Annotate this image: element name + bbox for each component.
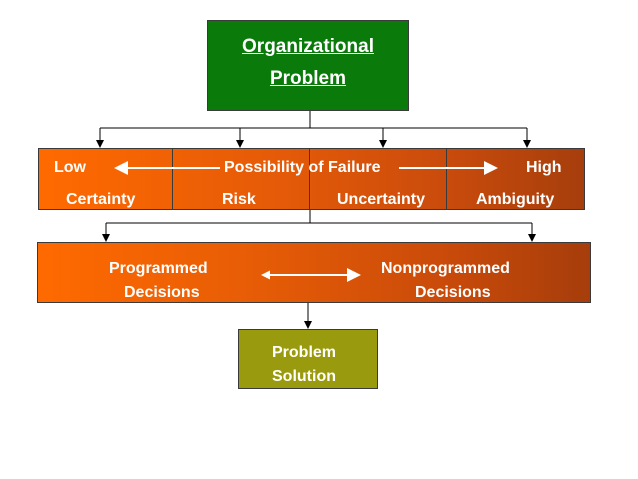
- programmed-line2: Decisions: [124, 284, 200, 301]
- uncertainty-label: Uncertainty: [337, 191, 426, 208]
- decision-double-arrow: [261, 268, 361, 282]
- nonprogrammed-line1: Nonprogrammed: [381, 260, 510, 277]
- spectrum-arrows: [114, 161, 498, 175]
- low-label: Low: [54, 159, 86, 176]
- risk-label: Risk: [222, 191, 256, 208]
- problem-title-line1: Organizational: [242, 36, 374, 57]
- segment-divider: [309, 149, 310, 209]
- certainty-label: Certainty: [66, 191, 136, 208]
- solution-line1: Problem: [272, 344, 337, 361]
- decisions-box: Programmed Decisions Nonprogrammed Decis…: [37, 242, 591, 303]
- programmed-line1: Programmed: [109, 260, 208, 277]
- problem-solution-box: Problem Solution: [238, 329, 378, 389]
- problem-title-line2: Problem: [269, 68, 347, 89]
- high-label: High: [526, 159, 562, 176]
- ambiguity-label: Ambiguity: [476, 191, 555, 208]
- failure-label: Possibility of Failure: [224, 159, 381, 176]
- segment-divider: [446, 149, 447, 209]
- nonprogrammed-line2: Decisions: [415, 284, 491, 301]
- possibility-of-failure-band: Low Possibility of Failure High Certaint…: [38, 148, 585, 210]
- solution-line2: Solution: [272, 368, 336, 385]
- segment-divider: [172, 149, 173, 209]
- organizational-problem-box: Organizational Problem: [207, 20, 409, 111]
